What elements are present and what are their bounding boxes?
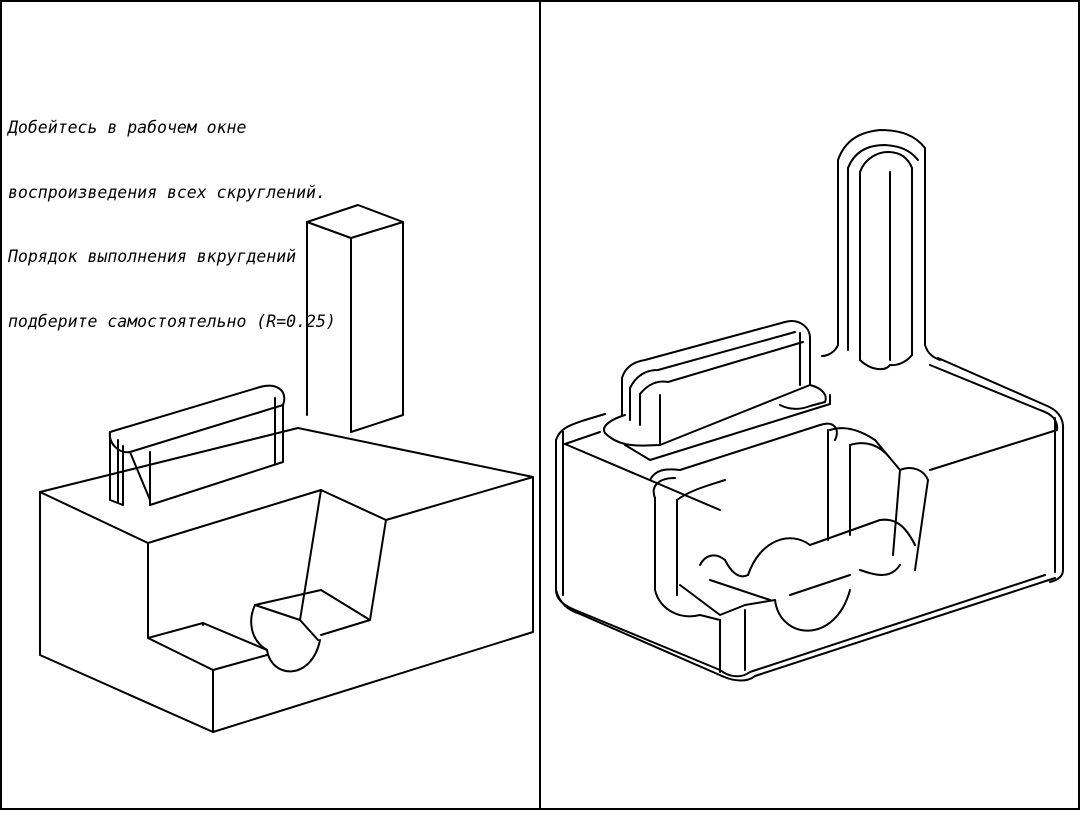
instruction-line: Добейтесь в рабочем окне [8, 118, 247, 137]
left-model [39, 204, 534, 733]
right-model [555, 129, 1065, 682]
instruction-line: подберите самостоятельно (R=0.25) [8, 311, 336, 331]
instructions-text: Добейтесь в рабочем окне воспроизведения… [8, 74, 336, 354]
instruction-line: Порядок выполнения вкругдений [8, 247, 297, 266]
instruction-line: воспроизведения всех скруглений. [8, 182, 326, 202]
